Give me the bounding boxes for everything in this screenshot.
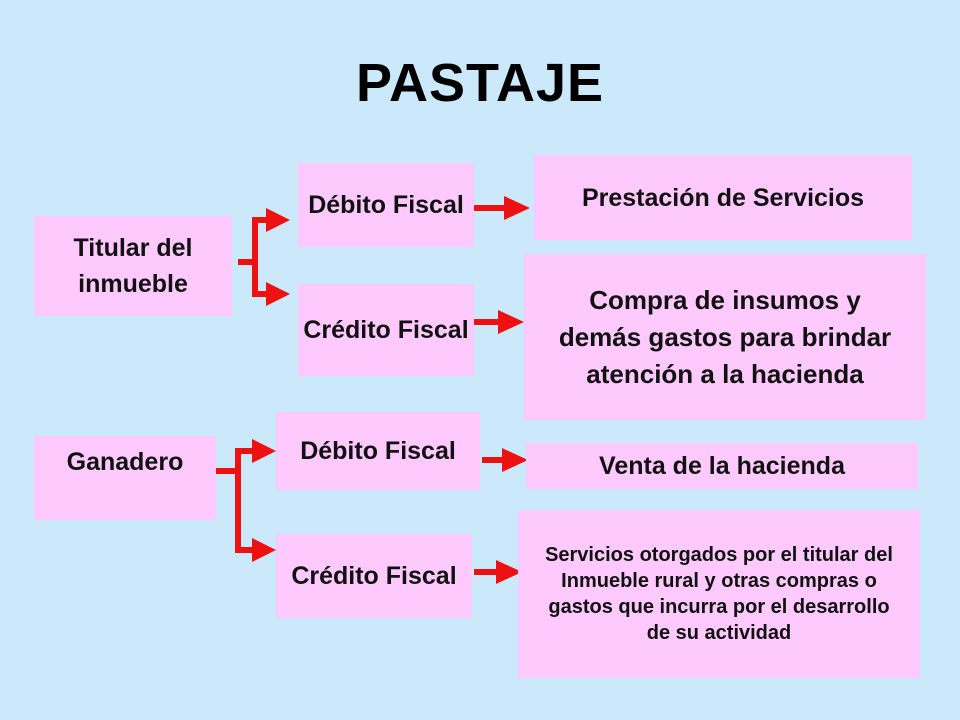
target-label: Prestación de Servicios — [581, 183, 865, 212]
target-box-g2-credit: Servicios otorgados por el titular del I… — [518, 510, 920, 678]
target-box-g1-debit: Prestación de Servicios — [534, 155, 912, 240]
arrowhead-g2-credit-src — [252, 538, 276, 562]
target-label: Venta de la hacienda — [599, 452, 845, 480]
debit-box-g2: Débito Fiscal — [276, 412, 480, 490]
target-label: Compra de insumos y demás gastos para br… — [558, 284, 892, 389]
credit-label: Crédito Fiscal — [291, 562, 457, 590]
target-label: Servicios otorgados por el titular del I… — [545, 544, 893, 644]
bracket-group2 — [212, 448, 255, 553]
debit-label: Débito Fiscal — [300, 437, 456, 465]
source-box-titular: Titular del inmueble — [34, 216, 232, 316]
arrowhead-g1-credit — [498, 310, 524, 334]
credit-box-g1: Crédito Fiscal — [298, 284, 474, 376]
arrowhead-g1-credit-src — [266, 282, 290, 306]
source-label: Titular del inmueble — [73, 234, 193, 298]
bracket-group1 — [238, 217, 270, 297]
target-box-g2-debit: Venta de la hacienda — [526, 443, 918, 489]
page-title: PASTAJE — [355, 53, 605, 113]
arrowhead-g2-debit — [502, 448, 528, 472]
target-box-g1-credit: Compra de insumos y demás gastos para br… — [524, 254, 926, 420]
debit-box-g1: Débito Fiscal — [298, 163, 474, 247]
arrowhead-g2-debit-src — [252, 439, 276, 463]
credit-label: Crédito Fiscal — [303, 316, 469, 344]
source-box-ganadero: Ganadero — [34, 436, 216, 520]
credit-box-g2: Crédito Fiscal — [276, 534, 472, 618]
debit-label: Débito Fiscal — [308, 191, 464, 219]
source-label: Ganadero — [66, 448, 184, 476]
arrowhead-g1-debit — [504, 196, 530, 220]
arrowhead-g1-debit-src — [266, 208, 290, 232]
